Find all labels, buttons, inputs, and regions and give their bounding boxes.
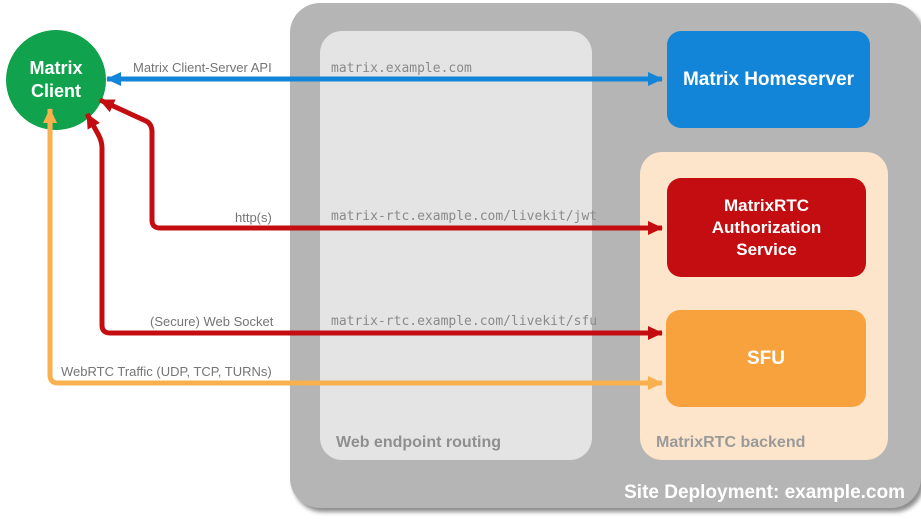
web-endpoint-routing-label: Web endpoint routing xyxy=(336,434,502,451)
matrix-client-label-line2: Client xyxy=(30,81,81,101)
matrixrtc-authorization-service-node: MatrixRTC Authorization Service xyxy=(667,178,866,277)
matrix-homeserver-node: Matrix Homeserver xyxy=(667,31,870,128)
matrix-client-node: Matrix Client xyxy=(6,30,106,130)
sfu-node: SFU xyxy=(666,310,866,407)
sfu-label: SFU xyxy=(747,347,785,369)
site-deployment-label: Site Deployment: example.com xyxy=(624,482,905,503)
arrow-label-secure-web-socket: (Secure) Web Socket xyxy=(150,314,274,329)
route-matrix-example-com: matrix.example.com xyxy=(331,61,472,76)
matrix-client-label-line1: Matrix xyxy=(29,58,83,78)
arrow-label-https: http(s) xyxy=(235,210,272,225)
matrix-homeserver-label: Matrix Homeserver xyxy=(682,68,855,90)
arrow-label-client-server-api: Matrix Client-Server API xyxy=(133,60,272,75)
arrow-label-webrtc-traffic: WebRTC Traffic (UDP, TCP, TURNs) xyxy=(61,364,272,379)
web-endpoint-routing-container: Web endpoint routing xyxy=(320,31,592,460)
matrixrtc-backend-label: MatrixRTC backend xyxy=(656,434,806,451)
matrixrtc-authorization-service-label: MatrixRTC Authorization Service xyxy=(711,195,822,259)
route-livekit-sfu: matrix-rtc.example.com/livekit/sfu xyxy=(331,314,598,329)
route-livekit-jwt: matrix-rtc.example.com/livekit/jwt xyxy=(331,209,598,224)
